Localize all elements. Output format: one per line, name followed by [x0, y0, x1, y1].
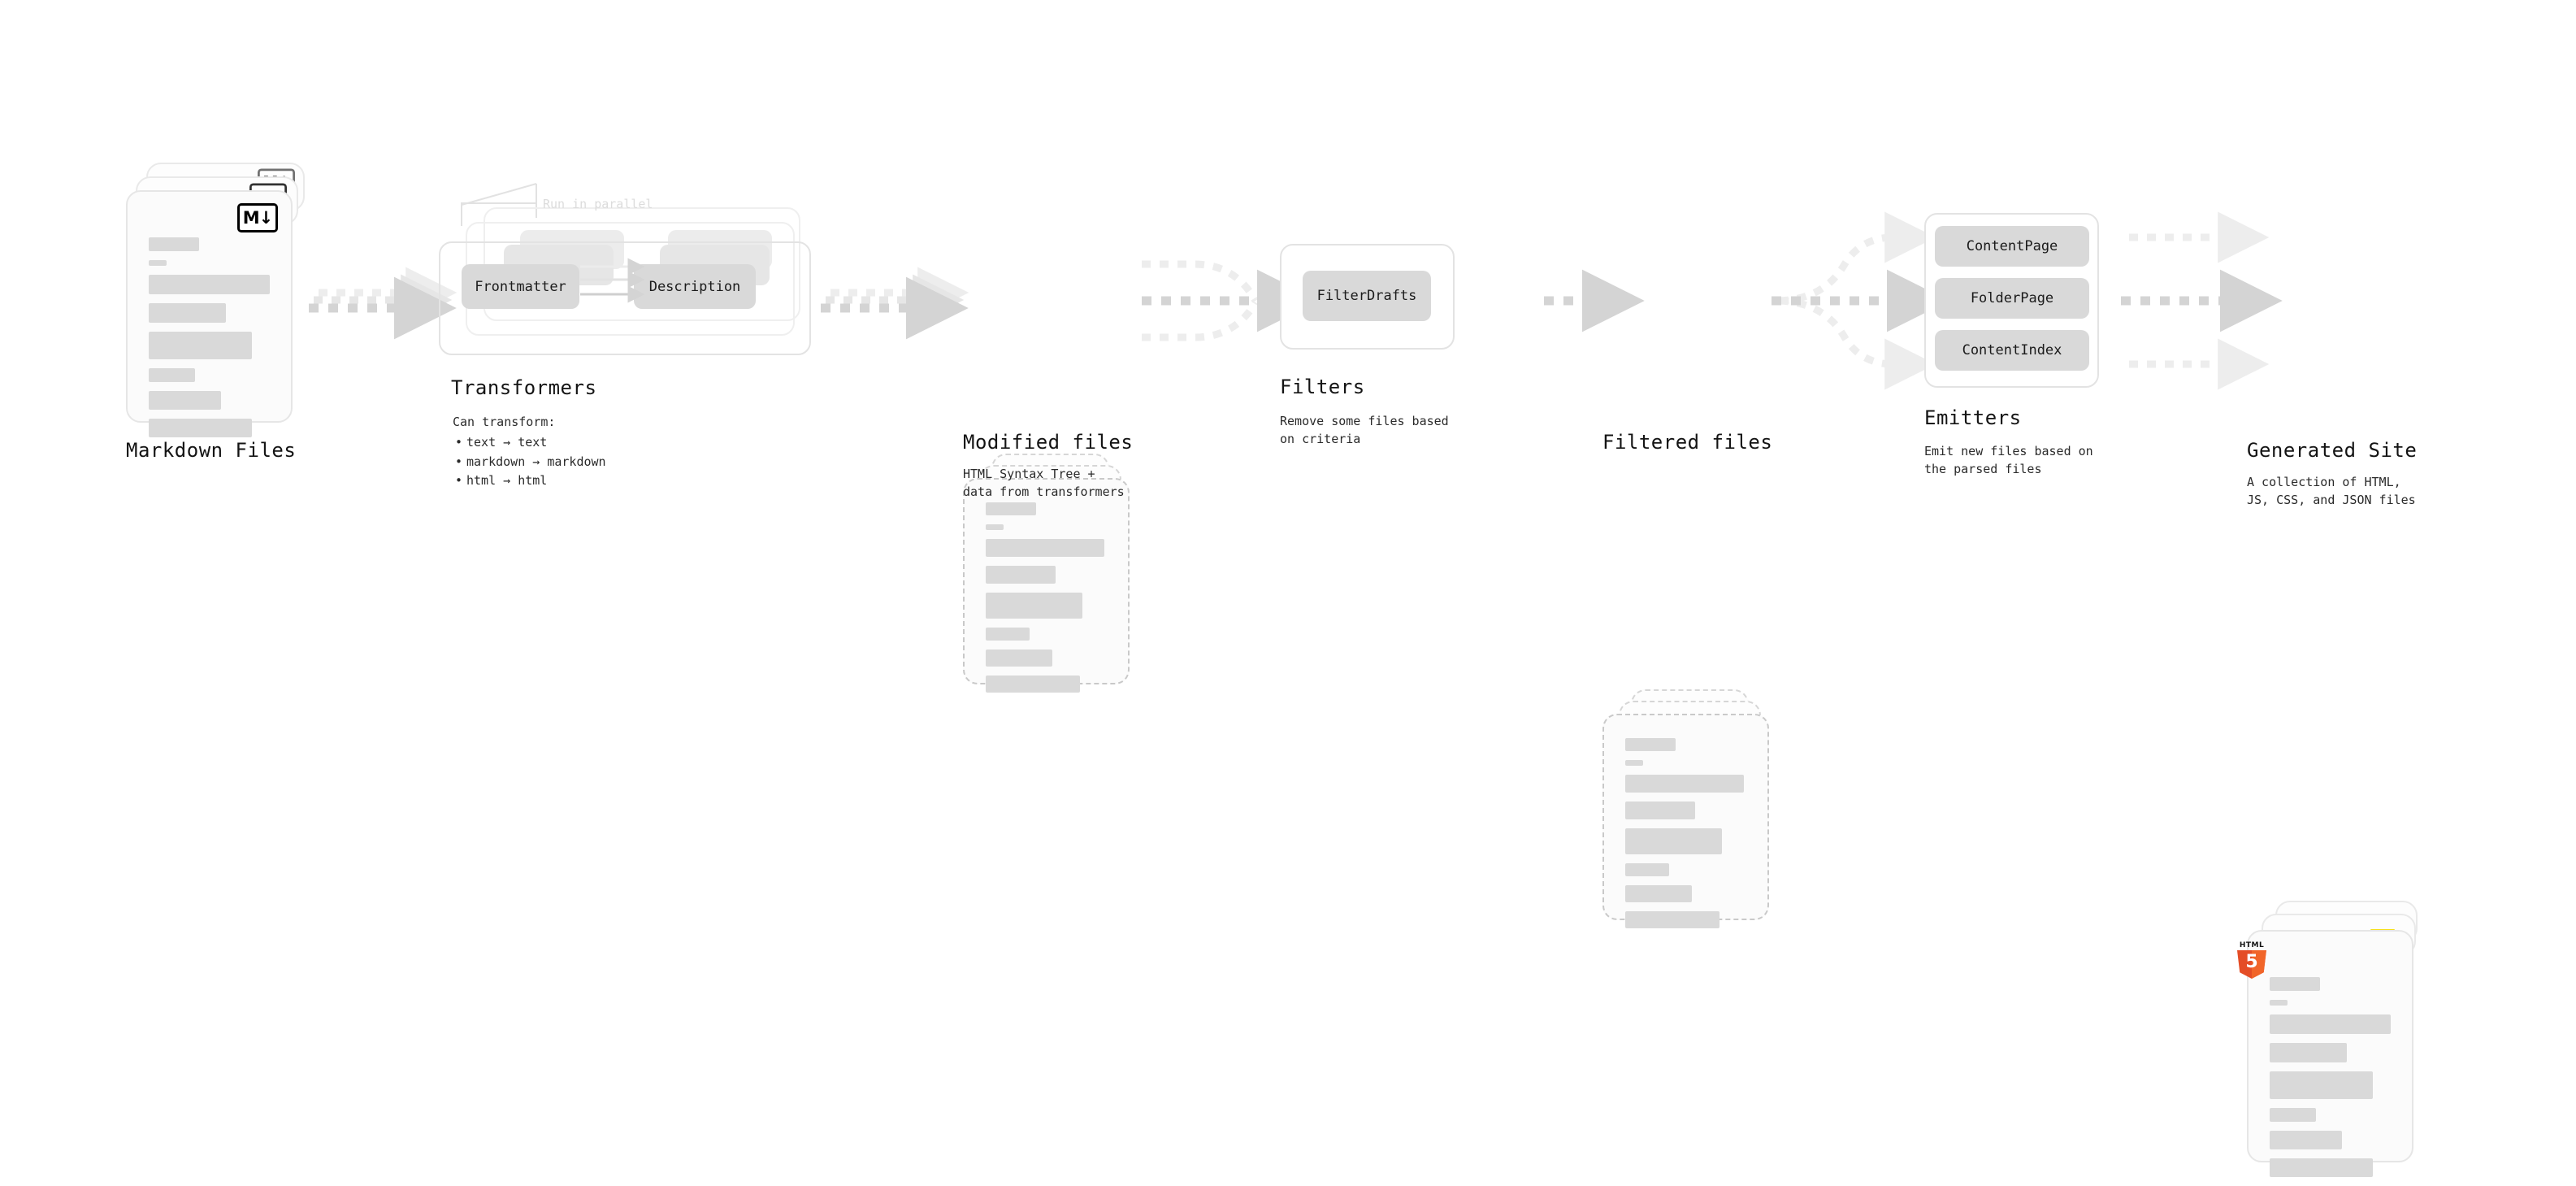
markdown-badge-front: M↓: [237, 203, 278, 232]
filtered-card-content: [1625, 738, 1746, 937]
content-bar: [1625, 828, 1723, 854]
stage-subtitle-modified-files: HTML Syntax Tree + data from transformer…: [963, 467, 1125, 499]
stage-subtitle-emitters: Emit new files based on the parsed files: [1924, 444, 2093, 476]
transformers-bullet: html → html: [455, 471, 606, 491]
content-bar: [1625, 775, 1745, 793]
filtered-card-front: [1602, 714, 1769, 928]
content-bar: [986, 566, 1056, 584]
transformer-box-front: [439, 241, 811, 355]
connector-emitters-to-site: [2121, 211, 2283, 390]
site-card-content: [2270, 977, 2391, 1186]
content-bar: [2270, 1014, 2391, 1034]
stage-title-markdown-files: Markdown Files: [126, 439, 297, 462]
stage-emitters: ContentPage FolderPage ContentIndex: [1924, 213, 2119, 400]
stage-title-emitters: Emitters: [1924, 406, 2022, 429]
content-bar: [149, 419, 252, 437]
content-bar: [149, 391, 222, 410]
modified-card-front: [963, 478, 1130, 693]
content-bar: [1625, 738, 1676, 751]
stage-subtitle-generated-site: A collection of HTML, JS, CSS, and JSON …: [2247, 475, 2416, 507]
content-bar: [1625, 863, 1669, 876]
content-bar: [149, 237, 199, 251]
transformers-bullet: text → text: [455, 433, 606, 453]
content-bar: [2270, 1071, 2373, 1099]
stage-title-modified-files: Modified files: [963, 431, 1134, 454]
content-bar: [986, 649, 1052, 667]
emitter-chip-folderpage[interactable]: FolderPage: [1935, 278, 2089, 319]
content-bar: [2270, 1000, 2288, 1006]
content-bar: [986, 539, 1105, 557]
content-bar: [2270, 1158, 2373, 1177]
html5-shield-icon: 5: [2237, 950, 2266, 979]
content-bar: [149, 303, 227, 323]
stage-markdown-files: M↓ M↓ M↓: [126, 163, 313, 437]
content-bar: [986, 524, 1004, 530]
content-bar: [2270, 1043, 2348, 1062]
content-bar: [2270, 1108, 2316, 1122]
content-bar: [986, 593, 1083, 619]
stage-title-filtered-files: Filtered files: [1602, 431, 1773, 454]
content-bar: [1625, 911, 1720, 928]
diagram-canvas: M↓ M↓ M↓ Markdown Files Frontmatter Desc…: [0, 0, 2576, 681]
content-bar: [1625, 760, 1643, 766]
transformer-chip-frontmatter[interactable]: Frontmatter: [462, 264, 579, 309]
content-bar: [1625, 885, 1692, 902]
filter-chip-filterdrafts[interactable]: FilterDrafts: [1303, 271, 1431, 321]
content-bar: [986, 628, 1030, 641]
connector-modified-to-filters: [1142, 260, 1320, 341]
html5-badge: HTML 5: [2236, 941, 2268, 979]
content-bar: [986, 502, 1036, 515]
connector-transformers-to-modified: [821, 267, 969, 340]
stage-filters: FilterDrafts: [1280, 244, 1459, 366]
content-bar: [2270, 977, 2320, 991]
content-bar: [149, 332, 252, 359]
content-bar: [149, 275, 270, 294]
stage-subtitle-filters: Remove some files based on criteria: [1280, 414, 1449, 446]
markdown-card-content: [149, 237, 270, 446]
content-bar: [149, 260, 167, 266]
transformers-bullets-lead: Can transform:: [453, 415, 556, 429]
stage-modified-files: [963, 454, 1150, 693]
transformer-chip-description[interactable]: Description: [634, 264, 756, 309]
stage-title-generated-site: Generated Site: [2247, 439, 2418, 462]
stage-filtered-files: [1602, 689, 1789, 928]
emitter-chip-contentpage[interactable]: ContentPage: [1935, 226, 2089, 267]
content-bar: [1625, 802, 1696, 819]
html5-badge-number: 5: [2245, 952, 2258, 972]
content-bar: [2270, 1131, 2343, 1149]
html5-badge-label: HTML: [2239, 941, 2265, 949]
content-bar: [986, 676, 1081, 693]
emitter-chip-contentindex[interactable]: ContentIndex: [1935, 330, 2089, 371]
stage-title-filters: Filters: [1280, 376, 1365, 398]
run-in-parallel-label: Run in parallel: [543, 197, 653, 211]
content-bar: [149, 368, 195, 382]
transformer-internal-arrows: [580, 258, 645, 303]
site-card-front: HTML 5: [2237, 930, 2413, 1177]
modified-card-content: [986, 502, 1107, 702]
transformers-description: Can transform: text → text markdown → ma…: [453, 413, 606, 490]
stage-title-transformers: Transformers: [451, 376, 597, 399]
connector-filtered-to-emitters: [1772, 211, 1949, 390]
transformers-bullet: markdown → markdown: [455, 453, 606, 472]
markdown-card-front: M↓: [126, 190, 293, 437]
stage-transformers: Frontmatter Description Frontmatter Desc…: [439, 207, 829, 370]
connector-md-to-transformers: [309, 267, 458, 340]
stage-generated-site: CSS HTML 5: [2237, 901, 2434, 1177]
